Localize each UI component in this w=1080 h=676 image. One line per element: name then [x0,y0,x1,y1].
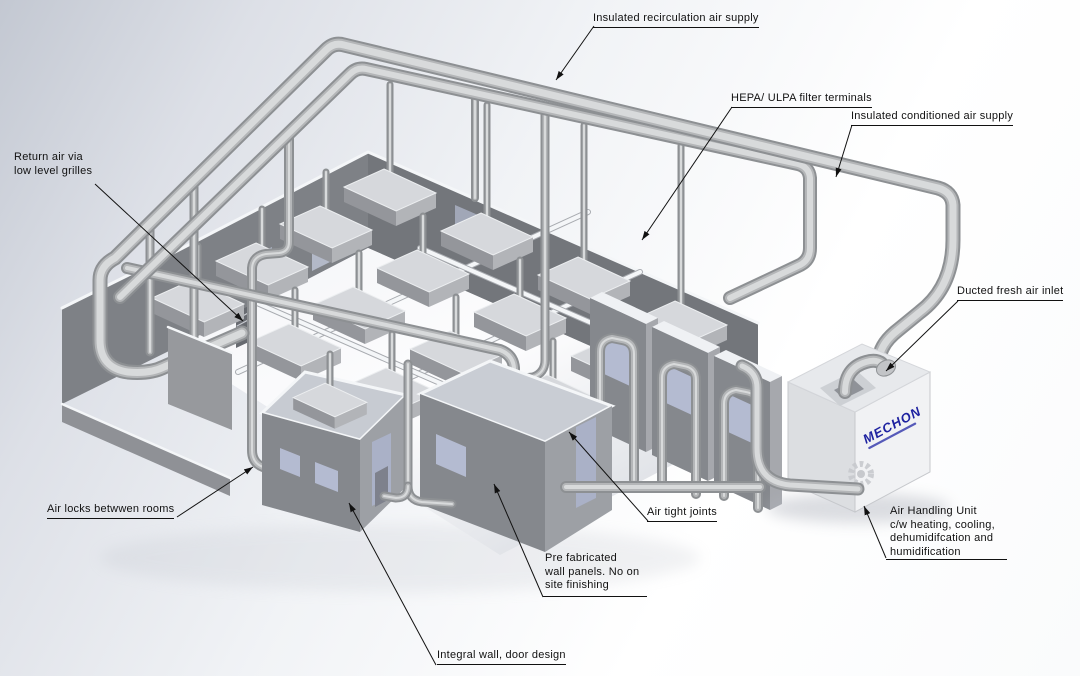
label-ahu-underline [886,559,1007,560]
label-prefab-panels: Pre fabricated wall panels. No on site f… [545,552,639,593]
label-ahu-line4: humidification [890,545,961,558]
leader-airlocks [176,466,254,518]
annotation-leader-lines [94,25,959,666]
transfer-ducts [379,359,766,509]
label-return-air: Return air via low level grilles [14,151,92,178]
label-recirculation-air-supply: Insulated recirculation air supply [593,12,759,28]
label-air-tight-joints: Air tight joints [647,506,718,522]
label-ahu-line2: c/w heating, cooling, [890,518,995,531]
label-prefab-line1: Pre fabricated [545,552,617,564]
leader-ahu [863,505,887,559]
leader-conditioned [835,124,853,178]
label-fresh-air-inlet: Ducted fresh air inlet [957,285,1064,301]
label-return-air-line2: low level grilles [14,164,93,177]
leader-recirculation [555,25,595,81]
label-prefab-line3: site finishing [545,579,610,591]
label-air-handling-unit: Air Handling Unit c/w heating, cooling, … [890,505,995,559]
label-integral-wall-door: Integral wall, door design [437,649,566,665]
label-ahu-line1: Air Handling Unit [890,505,977,517]
label-prefab-underline [543,596,647,597]
label-ahu-line3: dehumidifcation and [890,532,994,544]
leader-return-air [94,183,244,322]
front-rooms [259,350,616,552]
leader-integral [348,502,437,666]
leader-fresh-air [885,300,959,372]
label-air-locks: Air locks betwwen rooms [47,503,175,519]
leader-prefab [493,483,544,598]
leader-hepa [641,106,733,241]
label-hepa-ulpa-filters: HEPA/ ULPA filter terminals [731,92,872,108]
label-conditioned-air-supply: Insulated conditioned air supply [851,110,1014,126]
label-prefab-line2: wall panels. No on [545,565,640,578]
air-handling-unit: MECHON [735,343,950,523]
label-return-air-line1: Return air via [14,151,83,163]
leader-air-tight [568,431,649,522]
pipe-network [92,36,961,474]
